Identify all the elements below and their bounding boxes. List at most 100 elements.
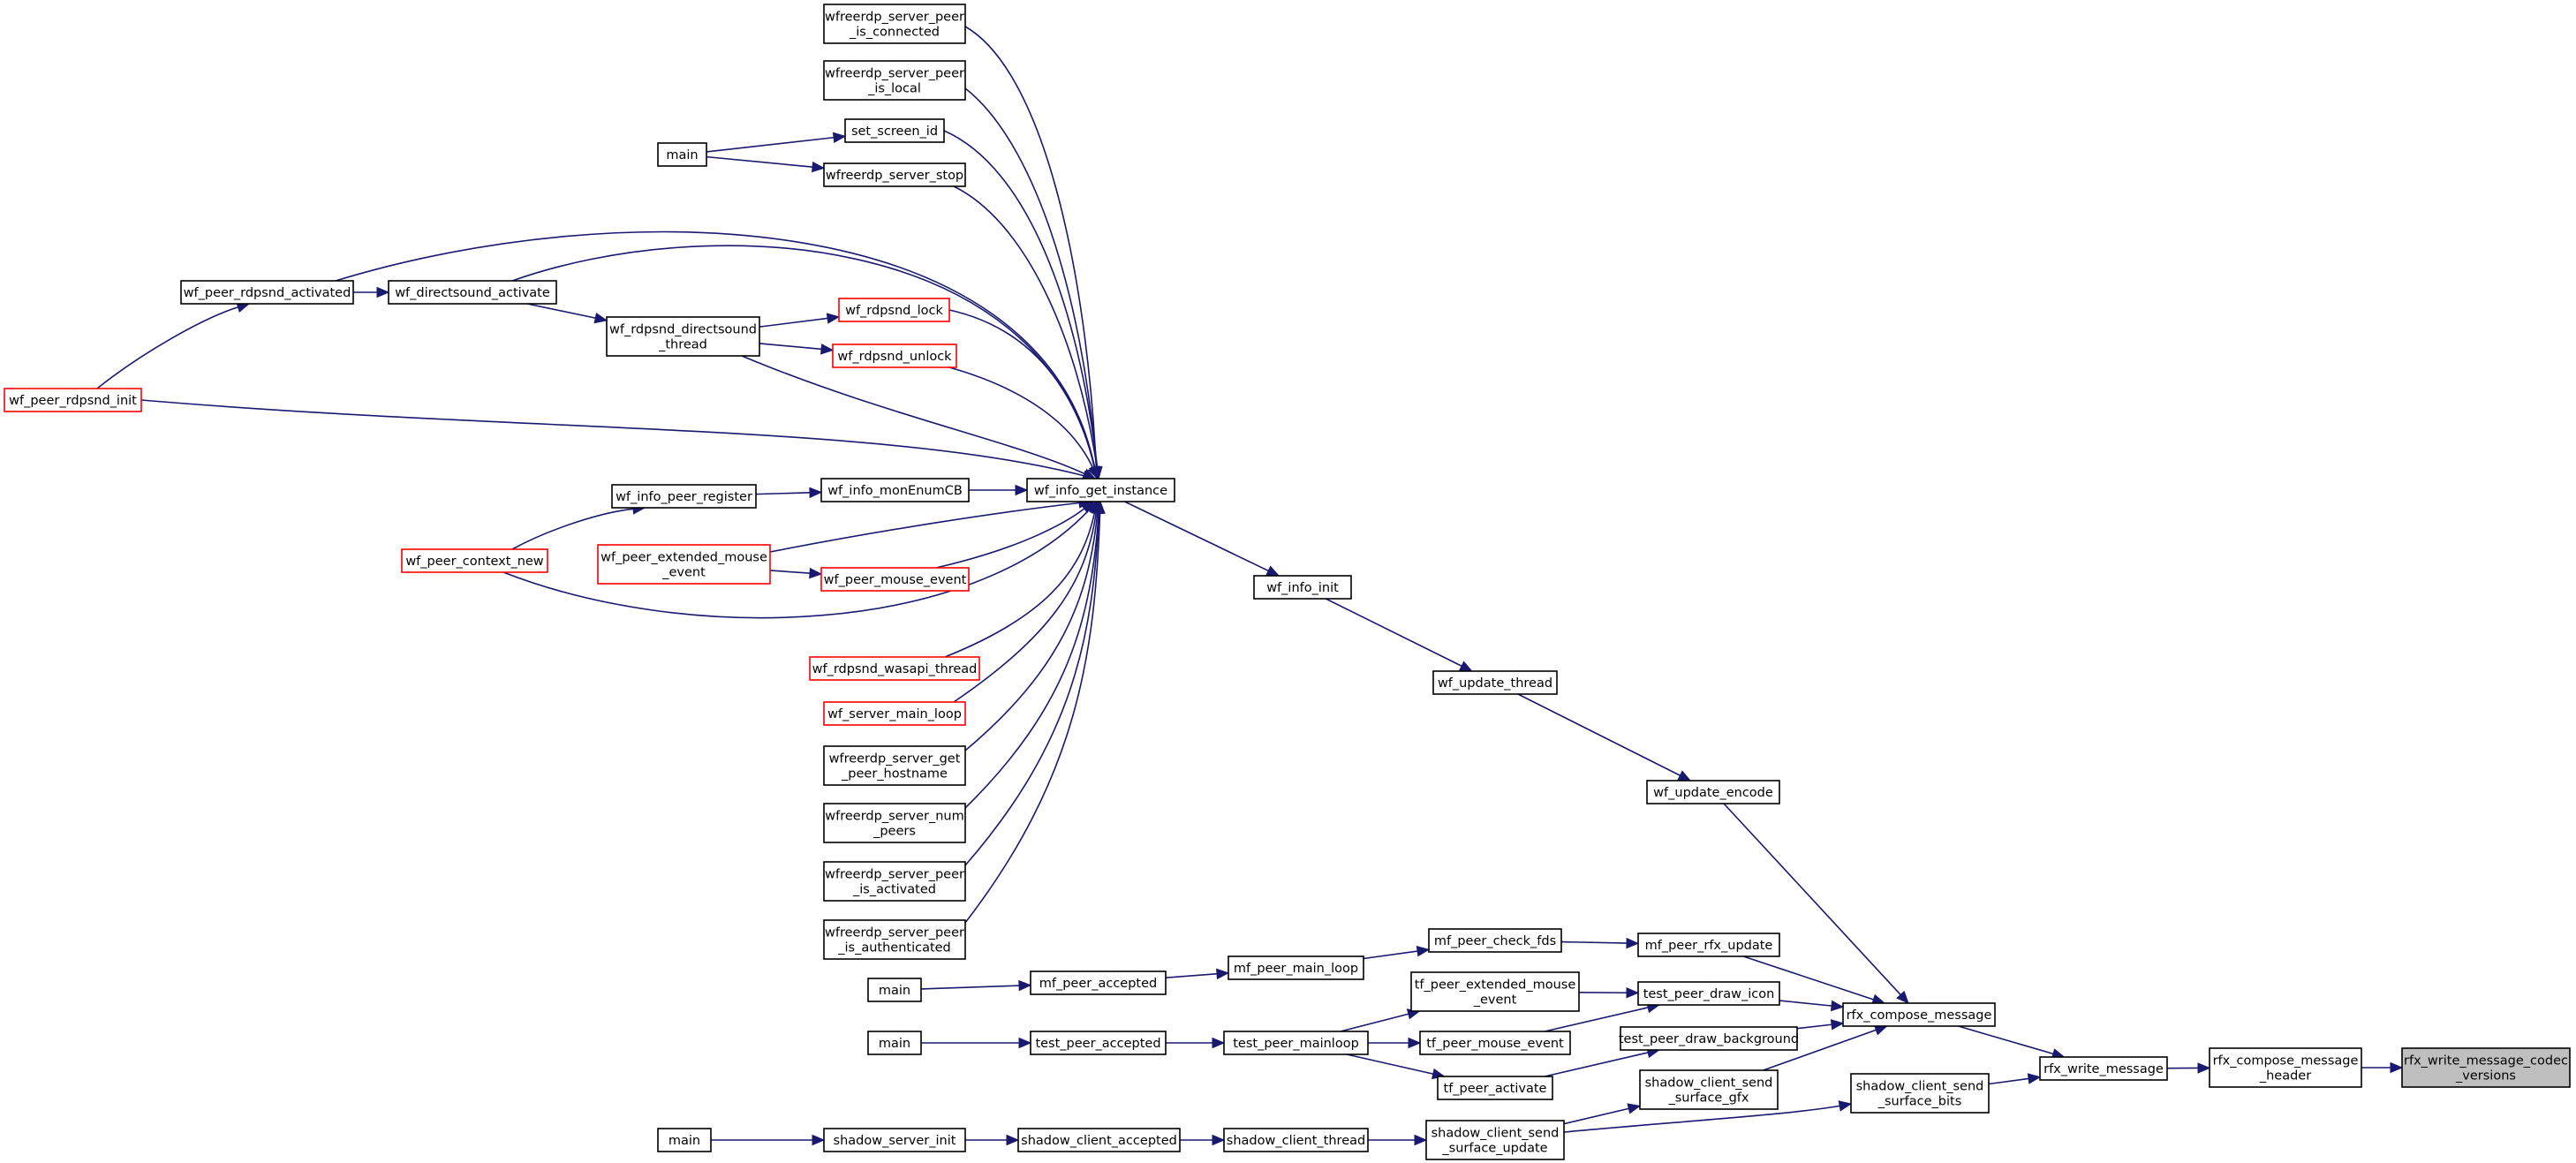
node-label: shadow_client_send (1645, 1076, 1773, 1091)
node-label: mf_peer_main_loop (1234, 962, 1358, 976)
edge-arrowhead (2197, 1062, 2211, 1074)
node-wf_update_encode[interactable]: wf_update_encode (1646, 780, 1780, 804)
node-main_wf[interactable]: main (657, 142, 707, 167)
node-shadow_client_accepted[interactable]: shadow_client_accepted (1017, 1128, 1181, 1152)
node-box (1637, 981, 1780, 1006)
node-box (809, 656, 980, 681)
edge-arrowhead (1626, 937, 1640, 949)
edge-shadow_server_init-to-shadow_client_accepted (965, 1134, 1020, 1146)
edge-line (964, 511, 1101, 924)
node-wfreerdp_server_peer_is_connected[interactable]: wfreerdp_server_peer_is_connected (823, 4, 966, 44)
node-test_peer_accepted[interactable]: test_peer_accepted (1030, 1031, 1167, 1055)
edge-line (953, 511, 1098, 703)
edge-wf_peer_rdpsnd_init-to-wf_info_get_instance (140, 399, 1097, 481)
node-wf_server_main_loop[interactable]: wf_server_main_loop (823, 701, 966, 726)
node-label: main (879, 984, 910, 998)
node-label: wfreerdp_server_stop (826, 169, 963, 183)
node-wfreerdp_server_stop[interactable]: wfreerdp_server_stop (823, 162, 966, 187)
edge-test_peer_draw_icon-to-rfx_compose_message (1779, 1000, 1845, 1012)
edge-arrowhead (1416, 945, 1431, 957)
edge-arrowhead (1414, 1134, 1428, 1146)
node-tf_peer_extended_mouse_event[interactable]: tf_peer_extended_mouse_event (1410, 971, 1580, 1012)
node-rfx_compose_message[interactable]: rfx_compose_message (1842, 1002, 1996, 1027)
node-wf_directsound_activate[interactable]: wf_directsound_activate (388, 280, 557, 305)
node-wf_peer_context_new[interactable]: wf_peer_context_new (401, 548, 548, 573)
node-wfreerdp_server_peer_is_authenticated[interactable]: wfreerdp_server_peer_is_authenticated (823, 919, 966, 960)
node-mf_peer_check_fds[interactable]: mf_peer_check_fds (1428, 928, 1562, 953)
node-shadow_client_send_surface_update[interactable]: shadow_client_send_surface_update (1425, 1120, 1565, 1160)
node-label: rfx_compose_message (2213, 1054, 2359, 1069)
node-box (1017, 1128, 1181, 1152)
node-wf_info_get_instance[interactable]: wf_info_get_instance (1026, 478, 1175, 502)
node-test_peer_mainloop[interactable]: test_peer_mainloop (1223, 1031, 1369, 1055)
node-main_test[interactable]: main (867, 1031, 922, 1055)
edge-layer (96, 26, 2404, 1146)
edge-arrowhead (1018, 1037, 1032, 1049)
edge-wfreerdp_server_peer_is_activated-to-wf_info_get_instance (964, 500, 1105, 866)
node-wf_rdpsnd_wasapi_thread[interactable]: wf_rdpsnd_wasapi_thread (809, 656, 980, 681)
edge-line (964, 511, 1099, 751)
node-wf_peer_rdpsnd_init[interactable]: wf_peer_rdpsnd_init (4, 388, 142, 412)
node-shadow_client_send_surface_gfx[interactable]: shadow_client_send_surface_gfx (1639, 1069, 1779, 1110)
node-label: main (879, 1037, 910, 1051)
node-tf_peer_activate[interactable]: tf_peer_activate (1437, 1076, 1553, 1100)
edge-line (1124, 501, 1270, 572)
node-label: wfreerdp_server_peer (825, 868, 964, 882)
edge-arrowhead (1216, 968, 1230, 980)
node-label: shadow_client_send (1856, 1080, 1984, 1094)
node-mf_peer_rfx_update[interactable]: mf_peer_rfx_update (1637, 933, 1780, 957)
node-wf_update_thread[interactable]: wf_update_thread (1432, 670, 1558, 695)
node-wfreerdp_server_peer_is_local[interactable]: wfreerdp_server_peer_is_local (823, 60, 966, 101)
node-label: _header (2259, 1069, 2311, 1084)
node-shadow_client_thread[interactable]: shadow_client_thread (1223, 1128, 1369, 1152)
edge-line (1325, 598, 1463, 668)
edge-arrowhead (1896, 990, 1909, 1004)
node-label: wfreerdp_server_peer (825, 67, 964, 81)
edge-line (769, 570, 812, 575)
node-main_shadow[interactable]: main (657, 1128, 712, 1152)
node-mf_peer_main_loop[interactable]: mf_peer_main_loop (1228, 955, 1364, 980)
node-label: wf_peer_context_new (405, 555, 543, 569)
node-box (657, 1128, 712, 1152)
node-wf_peer_rdpsnd_activated[interactable]: wf_peer_rdpsnd_activated (180, 280, 354, 305)
node-label: mf_peer_accepted (1039, 977, 1158, 991)
node-set_screen_id[interactable]: set_screen_id (844, 118, 945, 143)
node-test_peer_draw_icon[interactable]: test_peer_draw_icon (1637, 981, 1780, 1006)
node-wf_peer_mouse_event[interactable]: wf_peer_mouse_event (820, 567, 970, 592)
edge-wf_update_encode-to-rfx_compose_message (1723, 803, 1909, 1004)
node-label: _surface_update (1441, 1142, 1547, 1156)
edge-line (502, 509, 1091, 619)
node-wf_info_init[interactable]: wf_info_init (1253, 575, 1352, 600)
node-wf_rdpsnd_lock[interactable]: wf_rdpsnd_lock (838, 298, 950, 322)
edge-wf_directsound_activate-to-wf_rdpsnd_directsound_thread (526, 303, 608, 324)
edge-arrowhead (1627, 1103, 1642, 1114)
node-shadow_client_send_surface_bits[interactable]: shadow_client_send_surface_bits (1850, 1073, 1990, 1114)
node-mf_peer_accepted[interactable]: mf_peer_accepted (1030, 970, 1167, 995)
node-test_peer_draw_background[interactable]: test_peer_draw_background (1619, 1026, 1799, 1051)
node-box (832, 344, 957, 368)
node-box (1842, 1002, 1996, 1027)
edge-mf_peer_main_loop-to-mf_peer_check_fds (1363, 945, 1431, 960)
node-wfreerdp_server_num_peers[interactable]: wfreerdp_server_num_peers (823, 803, 966, 843)
node-rfx_write_message[interactable]: rfx_write_message (2039, 1056, 2168, 1081)
node-label: shadow_server_init (834, 1134, 956, 1148)
node-label: rfx_write_message_codec (2404, 1054, 2568, 1069)
node-wfreerdp_server_get_peer_hostname[interactable]: wfreerdp_server_get_peer_hostname (823, 745, 966, 786)
node-wf_info_monEnumCB[interactable]: wf_info_monEnumCB (820, 478, 970, 502)
node-wf_rdpsnd_directsound_thread[interactable]: wf_rdpsnd_directsound_thread (606, 316, 760, 357)
node-wf_peer_extended_mouse_event[interactable]: wf_peer_extended_mouse_event (597, 544, 771, 585)
node-shadow_server_init[interactable]: shadow_server_init (823, 1128, 966, 1152)
edge-wf_peer_context_new-to-wf_info_get_instance (502, 501, 1098, 619)
node-rfx_compose_message_header[interactable]: rfx_compose_message_header (2209, 1047, 2362, 1088)
node-rfx_write_message_codec_versions[interactable]: rfx_write_message_codec_versions (2401, 1047, 2571, 1088)
node-label: wf_info_init (1266, 581, 1339, 595)
node-box (1432, 670, 1558, 695)
node-wfreerdp_server_peer_is_activated[interactable]: wfreerdp_server_peer_is_activated (823, 861, 966, 902)
node-box (823, 701, 966, 726)
node-wf_info_peer_register[interactable]: wf_info_peer_register (611, 484, 757, 509)
node-tf_peer_mouse_event[interactable]: tf_peer_mouse_event (1419, 1031, 1571, 1055)
node-main_mf[interactable]: main (867, 978, 922, 1002)
node-label: _peers (873, 825, 916, 839)
edge-line (964, 87, 1098, 469)
node-wf_rdpsnd_unlock[interactable]: wf_rdpsnd_unlock (832, 344, 957, 368)
